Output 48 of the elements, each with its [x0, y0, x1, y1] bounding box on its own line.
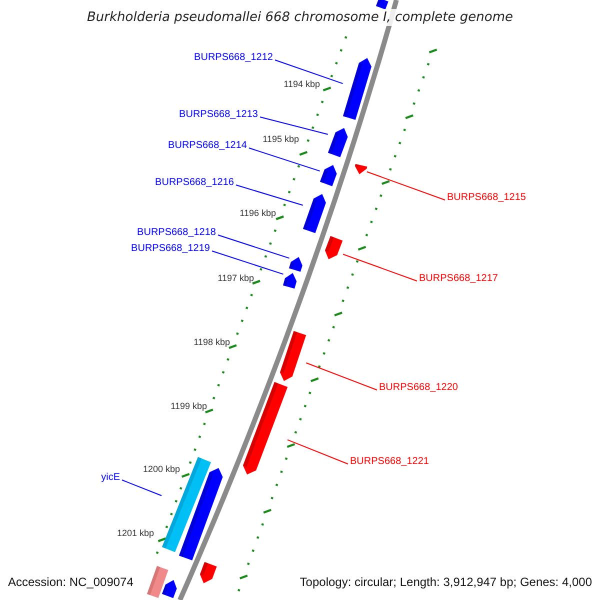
gene-feature: [325, 236, 344, 259]
gene-feature: [147, 566, 169, 598]
gene-feature: [354, 164, 367, 174]
leader-line: [236, 184, 304, 206]
gene-feature: [328, 128, 348, 158]
gene-feature: [289, 257, 303, 272]
gene-feature: [376, 0, 389, 10]
gene-feature: [179, 468, 224, 560]
gene-feature: [302, 194, 326, 234]
gene-feature: [162, 580, 178, 598]
leader-line: [122, 480, 162, 496]
gene-label: BURPS668_1217: [419, 272, 498, 286]
leader-line: [274, 60, 344, 84]
gene-feature: [320, 165, 337, 186]
gene-label: BURPS668_1219: [131, 242, 210, 256]
leader-line: [212, 250, 284, 275]
position-label: 1195 kbp: [262, 133, 299, 145]
gene-label: BURPS668_1212: [194, 51, 273, 65]
position-label: 1194 kbp: [284, 78, 320, 90]
leader-line: [248, 148, 320, 172]
gene-label: BURPS668_1214: [168, 139, 247, 153]
leader-line: [287, 439, 348, 464]
leader-line: [260, 116, 328, 135]
gene-feature: [280, 330, 306, 381]
position-label: 1197 kbp: [218, 272, 254, 284]
position-label: 1200 kbp: [142, 463, 180, 475]
gene-feature: [162, 457, 210, 553]
gene-feature: [283, 273, 297, 289]
gene-label: BURPS668_1220: [379, 381, 458, 395]
gene-feature: [200, 562, 218, 583]
gene-label: BURPS668_1213: [179, 108, 258, 122]
gene-label: yicE: [101, 471, 120, 485]
gene-feature: [242, 382, 288, 474]
gene-label: BURPS668_1215: [447, 191, 526, 205]
leader-line: [306, 362, 378, 390]
gene-feature: [342, 58, 372, 120]
gene-label: BURPS668_1216: [155, 176, 234, 190]
genome-info: Topology: circular; Length: 3,912,947 bp; Genes: 4,000: [300, 574, 592, 590]
gene-label: BURPS668_1218: [137, 226, 216, 240]
accession-text: Accession: NC_009074: [8, 574, 134, 590]
leader-line: [218, 234, 290, 259]
gene-label: BURPS668_1221: [350, 455, 429, 469]
position-label: 1198 kbp: [194, 336, 230, 348]
leader-line: [342, 254, 418, 282]
position-label: 1199 kbp: [170, 400, 207, 412]
position-label: 1196 kbp: [240, 207, 276, 219]
position-label: 1201 kbp: [116, 527, 154, 539]
leader-line: [366, 171, 446, 200]
